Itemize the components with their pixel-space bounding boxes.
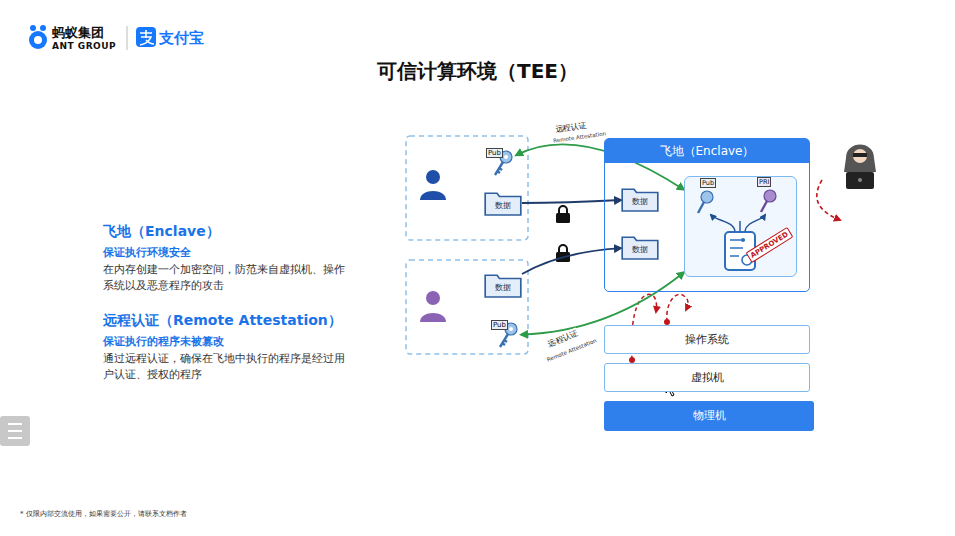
hacker-icon xyxy=(844,145,876,190)
node-text: Pub xyxy=(491,320,508,330)
vm-layer: 虚拟机 xyxy=(604,363,810,392)
alipay-logo xyxy=(136,27,156,47)
connector xyxy=(522,248,621,274)
enclave-box: 飞地（Enclave）数据数据APPROVED xyxy=(604,138,810,292)
node-text: 虚拟机 xyxy=(605,364,809,391)
text-label: Pub xyxy=(700,178,716,188)
ant-logo xyxy=(29,25,47,49)
text-label: 飞地（Enclave） xyxy=(103,223,220,241)
public-key: Pub xyxy=(486,148,516,178)
node-text: 操作系统 xyxy=(605,326,809,353)
menu-icon xyxy=(0,416,30,446)
node-text: Pub xyxy=(486,148,503,158)
text-label: 蚂蚁集团 xyxy=(52,24,104,42)
text-label: * 仅限内部交流使用，如果需要公开，请联系文档作者 xyxy=(20,509,187,519)
node-text: 数据 xyxy=(484,200,522,212)
text-label: 通过远程认证，确保在飞地中执行的程序是经过用户认证、授权的程序 xyxy=(103,351,353,383)
node-text: 数据 xyxy=(621,196,659,208)
data-folder: 数据 xyxy=(484,272,522,298)
connector xyxy=(522,200,621,203)
public-key: Pub xyxy=(491,320,521,350)
text-label: 保证执行的程序未被篡改 xyxy=(103,334,224,349)
node-text: 物理机 xyxy=(604,401,814,431)
attack-arrow xyxy=(667,294,688,322)
slide-title: 可信计算环境（TEE） xyxy=(0,58,955,85)
user-zone xyxy=(406,260,528,354)
user-icon xyxy=(420,170,446,200)
text-label: 保证执行环境安全 xyxy=(103,245,191,260)
text-label: ANT GROUP xyxy=(52,41,116,51)
text-label: 在内存创建一个加密空间，防范来自虚拟机、操作系统以及恶意程序的攻击 xyxy=(103,262,353,294)
data-folder: 数据 xyxy=(621,234,659,260)
user-icon xyxy=(420,291,446,322)
user-zone xyxy=(406,136,528,240)
node-text: 数据 xyxy=(484,282,522,294)
data-folder: 数据 xyxy=(484,190,522,216)
text-label: PRI xyxy=(757,177,771,187)
node-text: 数据 xyxy=(621,244,659,256)
lock-icon xyxy=(556,206,570,223)
node-text: 飞地（Enclave） xyxy=(605,139,809,163)
text-label: 支付宝 xyxy=(159,29,204,48)
program-icon xyxy=(685,177,795,278)
logo-divider xyxy=(127,26,128,50)
text-label: 远程认证（Remote Attestation） xyxy=(103,312,342,330)
os-layer: 操作系统 xyxy=(604,325,810,354)
data-folder: 数据 xyxy=(621,186,659,212)
trusted-app-box: APPROVED xyxy=(684,176,797,277)
attack-arrow xyxy=(817,180,840,220)
hardware-layer: 物理机 xyxy=(604,401,814,431)
